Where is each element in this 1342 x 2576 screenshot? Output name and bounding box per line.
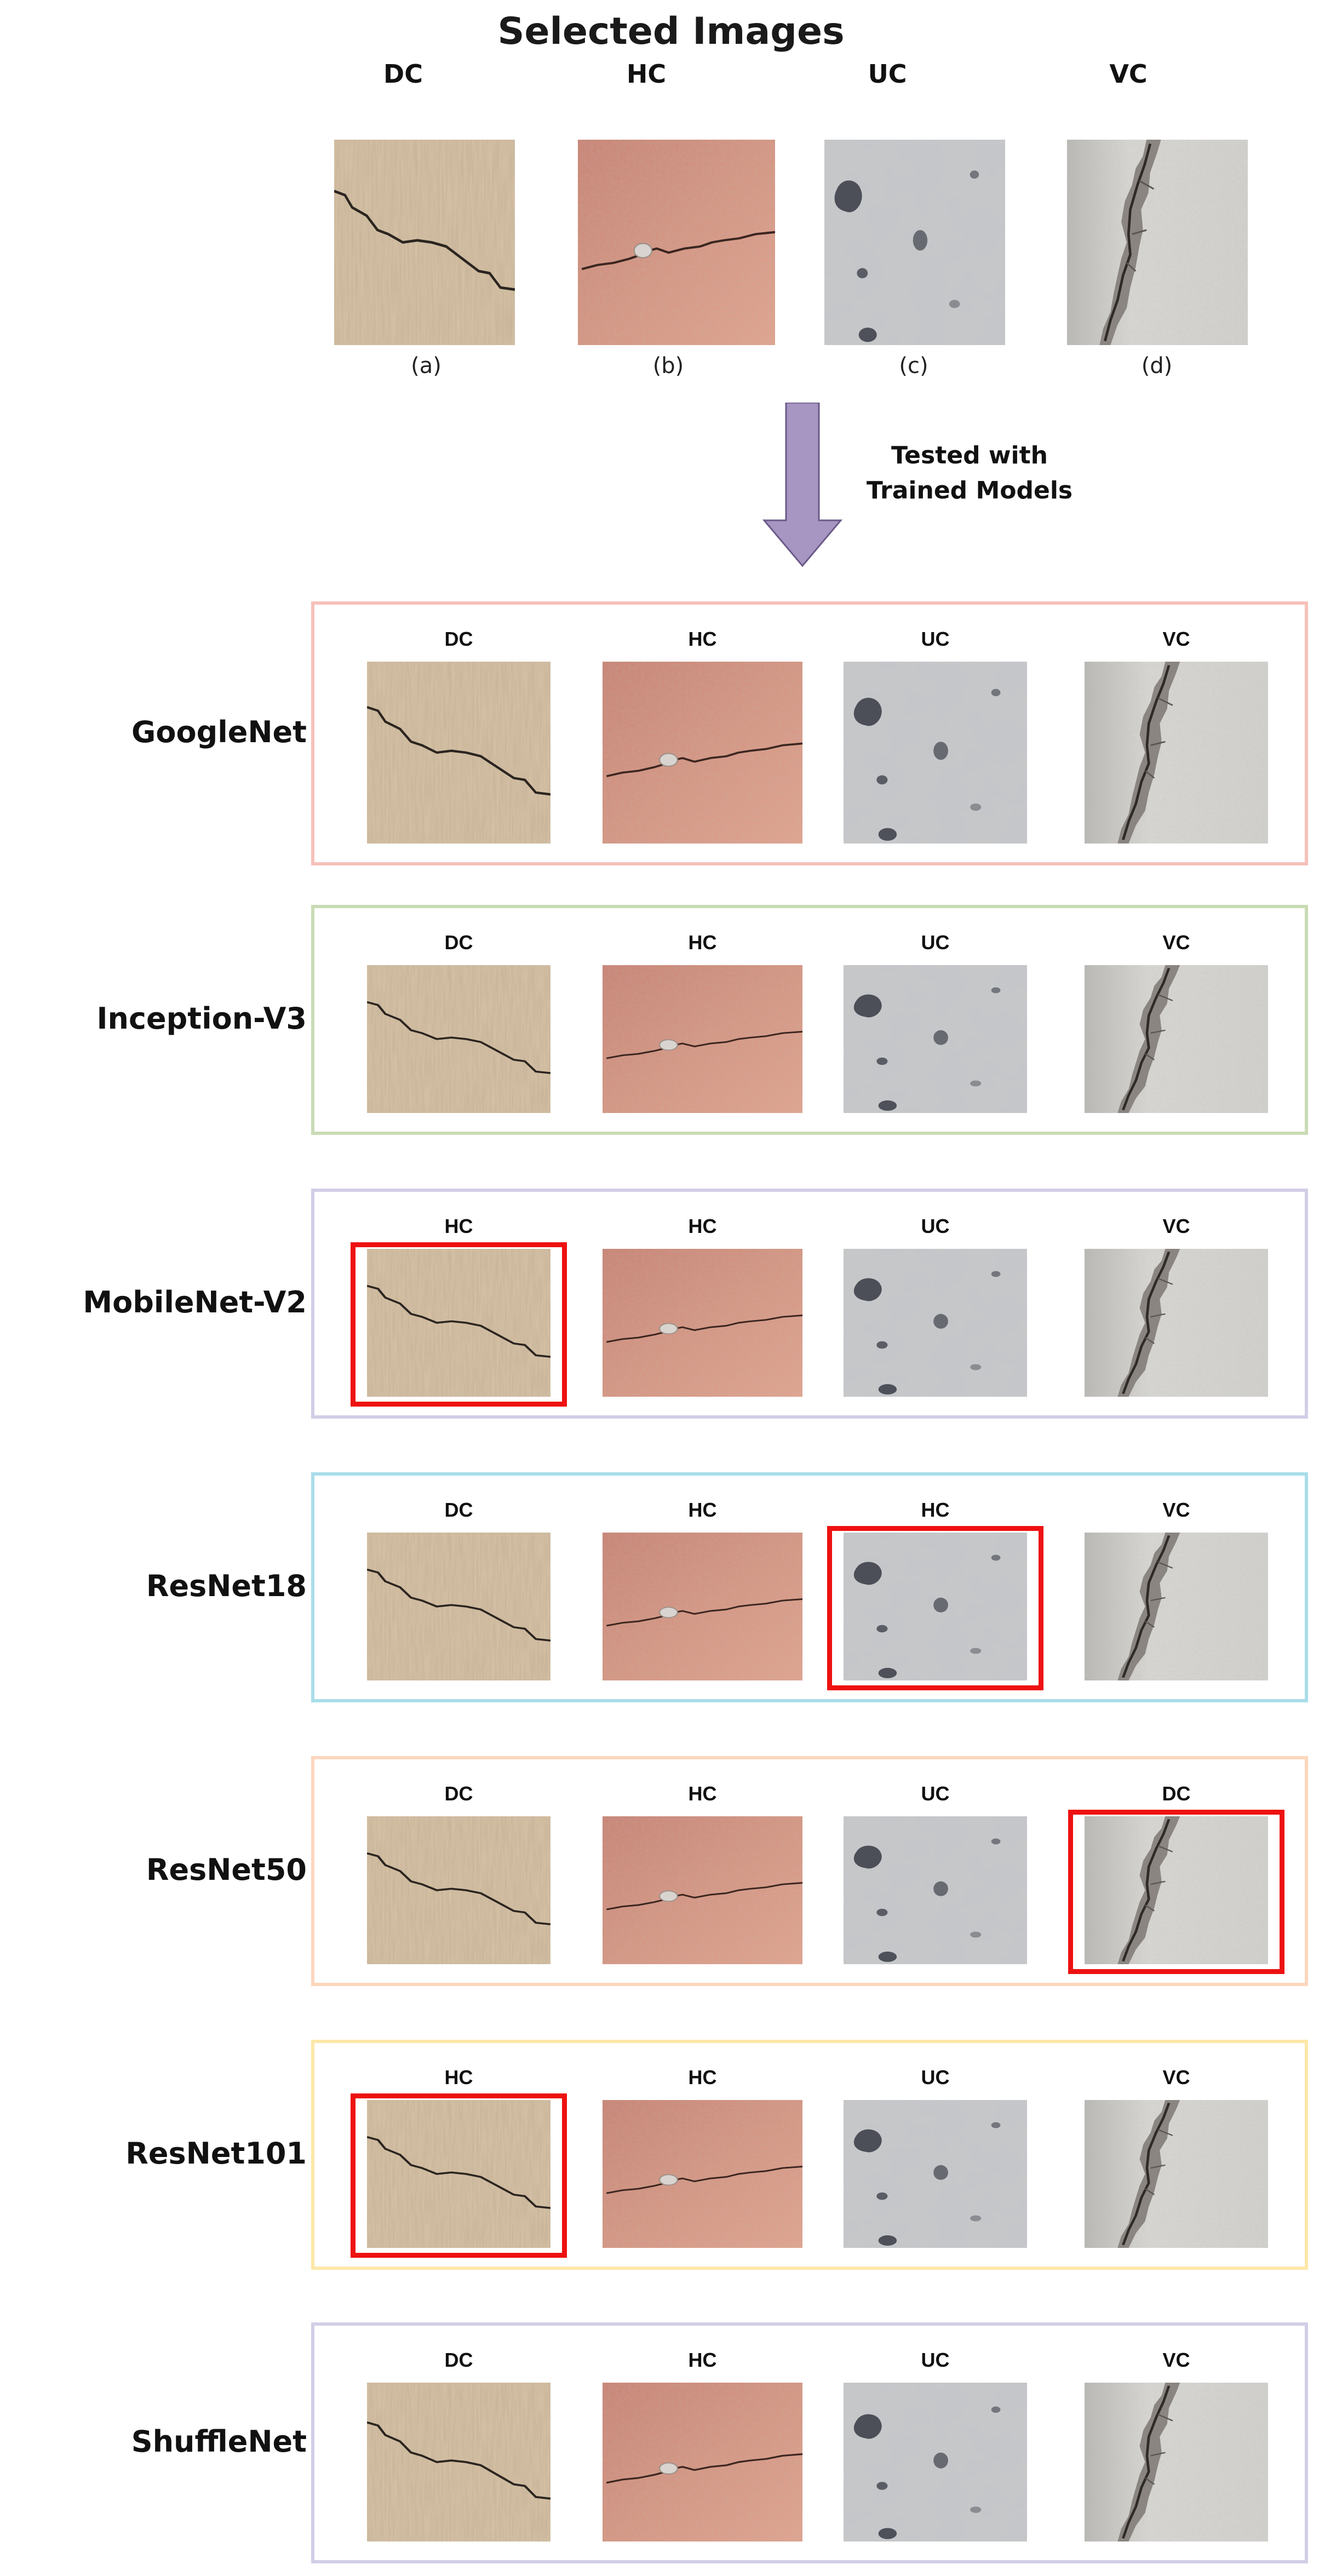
prediction-label: HC	[688, 1782, 717, 1805]
test-image-dc	[367, 662, 550, 844]
selected-label-uc: UC	[868, 59, 907, 89]
test-image-vc	[1085, 1533, 1268, 1680]
prediction-label: HC	[688, 931, 717, 954]
prediction-label: VC	[1162, 2349, 1190, 2371]
prediction-label: UC	[921, 628, 950, 650]
test-image-hc	[603, 1533, 802, 1680]
test-image-hc	[603, 1816, 802, 1964]
test-image-uc	[844, 2100, 1027, 2248]
prediction-label: HC	[688, 1499, 717, 1521]
prediction-label: HC	[444, 2066, 473, 2089]
prediction-label: HC	[688, 628, 717, 650]
test-image-uc	[844, 965, 1027, 1113]
selected-caption-b: (b)	[652, 353, 684, 378]
test-image-hc	[603, 2100, 802, 2248]
test-image-dc	[367, 2383, 550, 2541]
test-image-dc	[367, 965, 550, 1113]
prediction-label: VC	[1162, 1499, 1190, 1521]
prediction-label: VC	[1162, 2066, 1190, 2089]
model-panel-googlenet	[311, 601, 1308, 865]
test-image-dc	[367, 1816, 550, 1964]
prediction-label: HC	[921, 1499, 950, 1521]
prediction-label: VC	[1162, 628, 1190, 650]
prediction-label: UC	[921, 1215, 950, 1237]
arrow-annotation: Tested with Trained Models	[866, 441, 1073, 504]
test-image-dc	[367, 1533, 550, 1680]
figure-title: Selected Images	[497, 10, 845, 53]
test-image-vc	[1085, 662, 1268, 844]
test-image-uc	[844, 1816, 1027, 1964]
prediction-label: HC	[688, 2349, 717, 2371]
test-image-vc	[1085, 2100, 1268, 2248]
test-image-uc	[844, 1249, 1027, 1397]
model-name: ShuffleNet	[131, 2424, 307, 2459]
test-image-vc	[1085, 2383, 1268, 2541]
model-name: Inception-V3	[96, 1001, 307, 1036]
model-panel-resnet18	[311, 1472, 1308, 1702]
selected-image-vc	[1067, 140, 1248, 345]
model-name: GoogleNet	[131, 715, 307, 749]
prediction-label: DC	[444, 628, 473, 650]
prediction-label: DC	[444, 1499, 473, 1521]
prediction-label: UC	[921, 2349, 950, 2371]
test-image-hc	[603, 662, 802, 844]
prediction-label: DC	[1162, 1782, 1191, 1805]
prediction-label: HC	[688, 1215, 717, 1237]
test-image-uc	[844, 2383, 1027, 2541]
prediction-label: HC	[444, 1215, 473, 1237]
model-name: ResNet50	[146, 1852, 307, 1887]
model-panel-resnet101	[311, 2040, 1308, 2270]
selected-caption-c: (c)	[899, 353, 928, 378]
model-panel-mobilenet-v2	[311, 1189, 1308, 1419]
test-image-vc	[1085, 1249, 1268, 1397]
model-panel-inception-v3	[311, 905, 1308, 1135]
prediction-label: UC	[921, 1782, 950, 1805]
prediction-label: HC	[688, 2066, 717, 2089]
misclassification-highlight	[1068, 1810, 1284, 1974]
prediction-label: DC	[444, 931, 473, 954]
model-name: MobileNet-V2	[83, 1285, 307, 1319]
selected-label-dc: DC	[383, 59, 423, 89]
selected-image-uc	[824, 140, 1005, 345]
misclassification-highlight	[351, 1242, 567, 1407]
test-image-vc	[1085, 965, 1268, 1113]
selected-image-hc	[578, 140, 775, 345]
misclassification-highlight	[351, 2093, 567, 2258]
prediction-label: DC	[444, 2349, 473, 2371]
prediction-label: UC	[921, 2066, 950, 2089]
model-panel-shufflenet	[311, 2322, 1308, 2563]
prediction-label: DC	[444, 1782, 473, 1805]
selected-label-vc: VC	[1109, 59, 1148, 89]
prediction-label: UC	[921, 931, 950, 954]
selected-label-hc: HC	[626, 59, 667, 89]
selected-image-dc	[334, 140, 515, 345]
down-arrow-icon	[761, 401, 844, 567]
model-name: ResNet18	[146, 1569, 307, 1603]
test-image-uc	[844, 662, 1027, 844]
prediction-label: VC	[1162, 1215, 1190, 1237]
model-name: ResNet101	[125, 2136, 307, 2171]
selected-caption-a: (a)	[411, 353, 441, 378]
misclassification-highlight	[827, 1526, 1043, 1690]
model-panel-resnet50	[311, 1756, 1308, 1986]
selected-caption-d: (d)	[1141, 353, 1173, 378]
test-image-hc	[603, 1249, 802, 1397]
prediction-label: VC	[1162, 931, 1190, 954]
test-image-hc	[603, 2383, 802, 2541]
test-image-hc	[603, 965, 802, 1113]
